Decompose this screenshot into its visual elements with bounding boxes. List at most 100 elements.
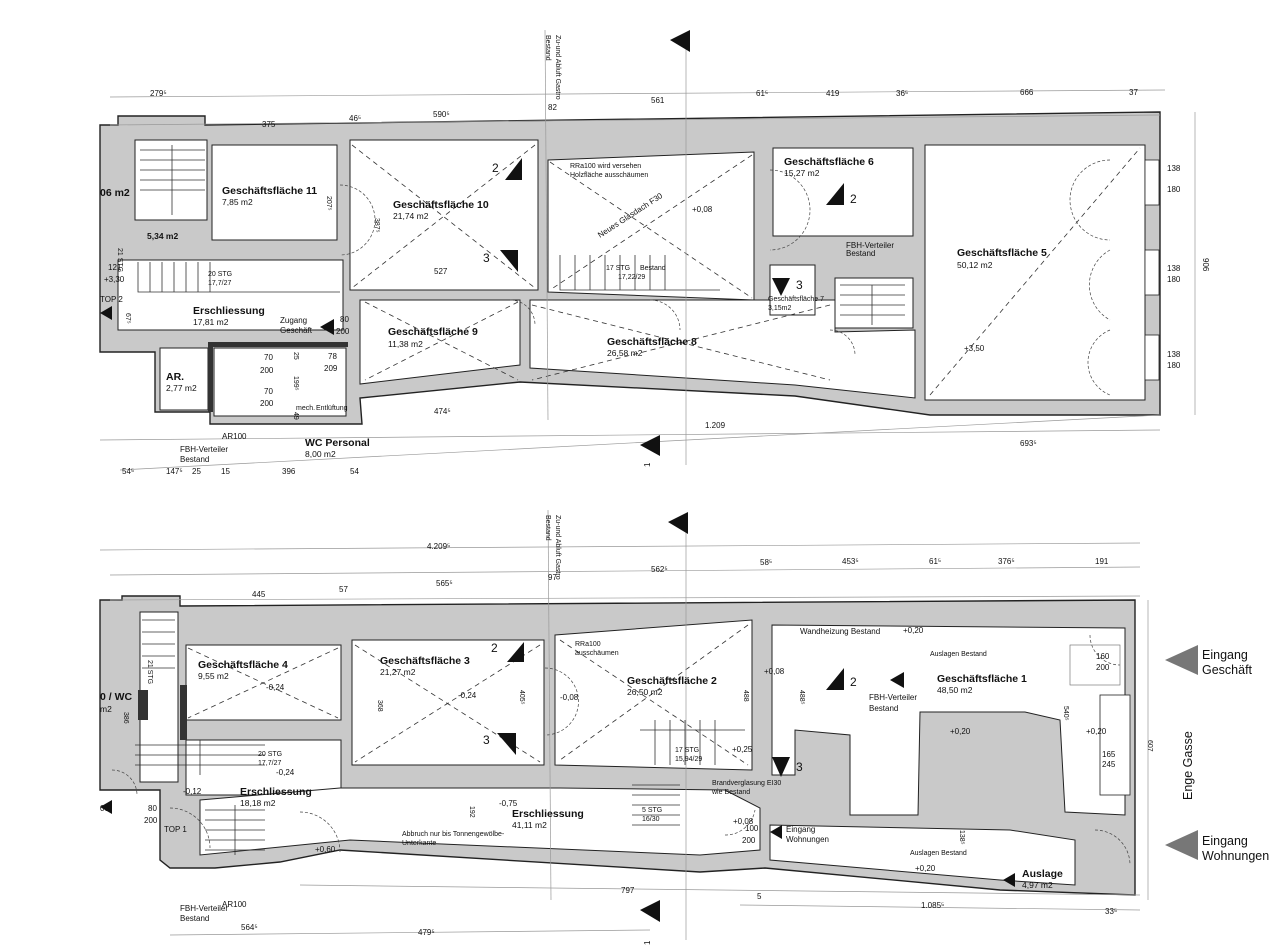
- dimension: 138⁵: [958, 830, 965, 845]
- stair-ratio: 16/30: [642, 816, 660, 823]
- section-flag-ground-bottom: [640, 900, 660, 922]
- room-area: 26,50 m2: [627, 687, 663, 697]
- fbh-label: Bestand: [869, 704, 898, 713]
- stair-label: 17 STG: [606, 265, 630, 272]
- dimension: 80: [340, 315, 349, 324]
- upper-wall-accent: [208, 342, 348, 347]
- level: +0,08: [692, 205, 713, 214]
- fbh-label: Bestand: [180, 455, 209, 464]
- note: Auslagen Bestand: [930, 651, 987, 658]
- section-number: 3: [483, 733, 490, 747]
- dimension: 54⁵: [122, 467, 134, 476]
- dimension: 200: [336, 327, 350, 336]
- fbh-label: FBH-Verteiler: [180, 904, 228, 913]
- room-name-small: Geschäftsfläche 7: [768, 296, 824, 303]
- ar-label: AR100: [222, 432, 247, 441]
- dimension: 200: [742, 836, 756, 845]
- dimension: 245: [1102, 760, 1116, 769]
- level: +0,08: [764, 667, 785, 676]
- dimension: 405⁵: [518, 690, 525, 705]
- dimension: 906: [1201, 258, 1210, 272]
- room-area-small: 3,15m2: [768, 305, 791, 312]
- access-label: Zugang: [280, 316, 307, 325]
- note: Brandverglasung EI30: [712, 780, 781, 787]
- room-auslage: [769, 824, 1076, 886]
- level: +0,25: [732, 745, 753, 754]
- marker-triangle-icon: [770, 825, 782, 839]
- dimension: 49: [292, 412, 299, 420]
- room-name: Erschliessung: [240, 786, 312, 798]
- dimension: 540⁵: [1062, 706, 1069, 721]
- level: -0,24: [266, 683, 285, 692]
- level: +3,30: [104, 275, 125, 284]
- dimension: 33⁵: [1105, 907, 1117, 916]
- dimension: 445: [252, 590, 266, 599]
- access-label: Geschäft: [280, 326, 313, 335]
- section-number: 2: [491, 641, 498, 655]
- ar-label: AR100: [222, 900, 247, 909]
- upper-stairs: [137, 145, 905, 325]
- dimension: 565⁵: [436, 579, 453, 588]
- marker-triangle-icon: [890, 672, 904, 688]
- room-area: 48,50 m2: [937, 685, 973, 695]
- section-markers: [100, 30, 1015, 922]
- room-name: AR.: [166, 371, 184, 383]
- room-name: WC Personal: [305, 437, 370, 449]
- upper-diagonals: [351, 144, 1141, 396]
- level: +0,20: [1086, 727, 1107, 736]
- dimension: 396: [282, 467, 296, 476]
- room-area: 15,27 m2: [784, 168, 820, 178]
- stair-label: 20 STG: [208, 271, 232, 278]
- dimension: 564⁵: [241, 923, 258, 932]
- stair-ratio: 17,7/27: [208, 280, 231, 287]
- ground-misc-labels: 0 / WC m2 TOP 1 20 STG 17,7/27 5 STG 16/…: [100, 515, 987, 923]
- partial-area: 06 m2: [100, 187, 130, 199]
- dimension: 797: [621, 886, 635, 895]
- level: +0,20: [915, 864, 936, 873]
- level: +0,20: [950, 727, 971, 736]
- fbh-label: Bestand: [180, 914, 209, 923]
- room-area: 18,18 m2: [240, 798, 276, 808]
- entrance-arrow-icon: [1165, 645, 1198, 675]
- section-2-icon: [507, 642, 524, 662]
- section-flag-mid: [640, 435, 660, 456]
- section-number: 1: [643, 940, 652, 945]
- dimension: 138: [1167, 264, 1181, 273]
- upper-dimension-lines: [99, 29, 1196, 471]
- ground-room-labels: Geschäftsfläche 4 9,55 m2 Geschäftsfläch…: [198, 655, 1063, 890]
- ground-dimensions: 4.209⁵ 445 57 565⁵ 97 562⁵ 58⁵ 453⁵ 61⁵ …: [100, 542, 1153, 945]
- dimension: 607: [1146, 740, 1153, 752]
- section-flag-top: [670, 30, 690, 52]
- street-name: Enge Gasse: [1181, 731, 1195, 800]
- dimension: 70: [264, 353, 273, 362]
- room-area: 4,97 m2: [1022, 880, 1053, 890]
- marker-triangle-icon: [100, 800, 112, 814]
- room-area: 21,74 m2: [393, 211, 429, 221]
- marker-triangle-icon: [1003, 873, 1015, 887]
- stair-ratio: 15,94/29: [675, 756, 702, 763]
- dimension: 82: [548, 103, 557, 112]
- note: wie Bestand: [711, 789, 750, 796]
- dimension: 376⁵: [998, 557, 1015, 566]
- section-2-icon: [505, 158, 522, 180]
- dimension: 474⁵: [434, 407, 451, 416]
- dimension: 4.209⁵: [427, 542, 450, 551]
- level: +0,60: [315, 845, 336, 854]
- upper-doors: [339, 159, 1111, 396]
- room-area: 11,38 m2: [388, 339, 423, 349]
- room-area: 50,12 m2: [957, 260, 993, 270]
- section-number: 1: [643, 462, 652, 467]
- dimension: 209: [324, 364, 338, 373]
- dimension: 97: [548, 573, 557, 582]
- entrance-label: Geschäft: [1202, 663, 1253, 677]
- dimension: 386: [122, 712, 129, 724]
- dimension: 693⁵: [1020, 439, 1037, 448]
- dimension: 200: [260, 399, 274, 408]
- dimension: 419: [826, 89, 840, 98]
- room-name: Geschäftsfläche 10: [393, 199, 489, 211]
- note: Unterkante: [402, 840, 436, 847]
- dimension: 562⁵: [651, 565, 668, 574]
- stair-label: 17 STG: [675, 747, 699, 754]
- dimension: 78: [328, 352, 337, 361]
- dimension: 488: [742, 690, 749, 702]
